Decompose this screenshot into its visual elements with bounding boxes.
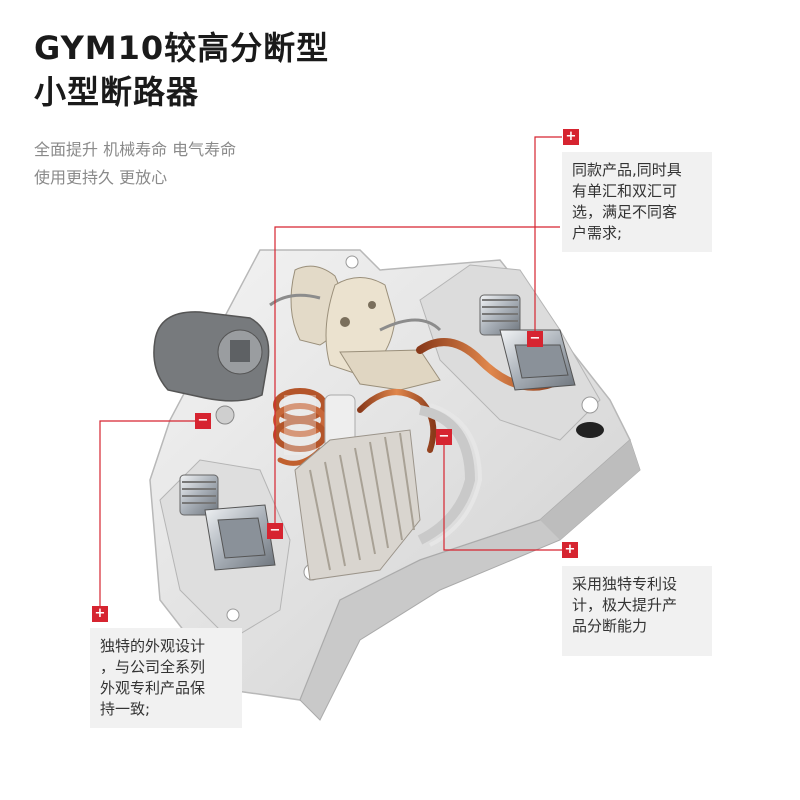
- callout-top-right-line-3: 选，满足不同客: [572, 203, 678, 221]
- marker-minus-center: −: [436, 429, 452, 445]
- callout-bottom-left: 独特的外观设计 ，与公司全系列 外观专利产品保 持一致;: [90, 628, 242, 728]
- subtitle-line-1: 全面提升 机械寿命 电气寿命: [34, 140, 237, 159]
- trip-mechanism: [269, 265, 442, 391]
- terminal-clamp-top: [479, 294, 604, 438]
- page-title: GYM10较高分断型 小型断路器: [34, 26, 329, 114]
- terminal-clamp-bottom: [179, 474, 276, 571]
- marker-minus-bottom: −: [267, 523, 283, 539]
- marker-minus-top-right: −: [527, 331, 543, 347]
- callout-bottom-left-line-2: ，与公司全系列: [100, 658, 206, 676]
- callout-mid-right-line-1: 采用独特专利设: [572, 575, 678, 593]
- marker-plus-top-right: +: [563, 129, 579, 145]
- subtitle-line-2: 使用更持久 更放心: [34, 168, 168, 187]
- callout-mid-right-line-3: 品分断能力: [572, 617, 648, 635]
- marker-plus-bottom-left: +: [92, 606, 108, 622]
- callout-top-right: 同款产品,同时具 有单汇和双汇可 选，满足不同客 户需求;: [562, 152, 712, 252]
- arc-chute: [294, 403, 483, 581]
- callout-bottom-left-line-3: 外观专利产品保: [100, 679, 206, 697]
- callout-bottom-left-line-4: 持一致;: [100, 700, 151, 718]
- page-subtitle: 全面提升 机械寿命 电气寿命 使用更持久 更放心: [34, 136, 236, 192]
- title-line-2: 小型断路器: [34, 73, 200, 111]
- callout-mid-right: 采用独特专利设 计，极大提升产 品分断能力: [562, 566, 712, 656]
- marker-plus-mid-right: +: [562, 542, 578, 558]
- callout-top-right-line-1: 同款产品,同时具: [572, 161, 682, 179]
- callout-mid-right-line-2: 计，极大提升产: [572, 596, 678, 614]
- toggle-handle: [153, 311, 270, 425]
- callout-top-right-line-4: 户需求;: [572, 224, 623, 242]
- title-line-1: GYM10较高分断型: [34, 29, 330, 67]
- marker-minus-left: −: [195, 413, 211, 429]
- callout-leader-lines: [99, 136, 562, 606]
- callout-top-right-line-2: 有单汇和双汇可: [572, 182, 678, 200]
- callout-bottom-left-line-1: 独特的外观设计: [100, 637, 206, 655]
